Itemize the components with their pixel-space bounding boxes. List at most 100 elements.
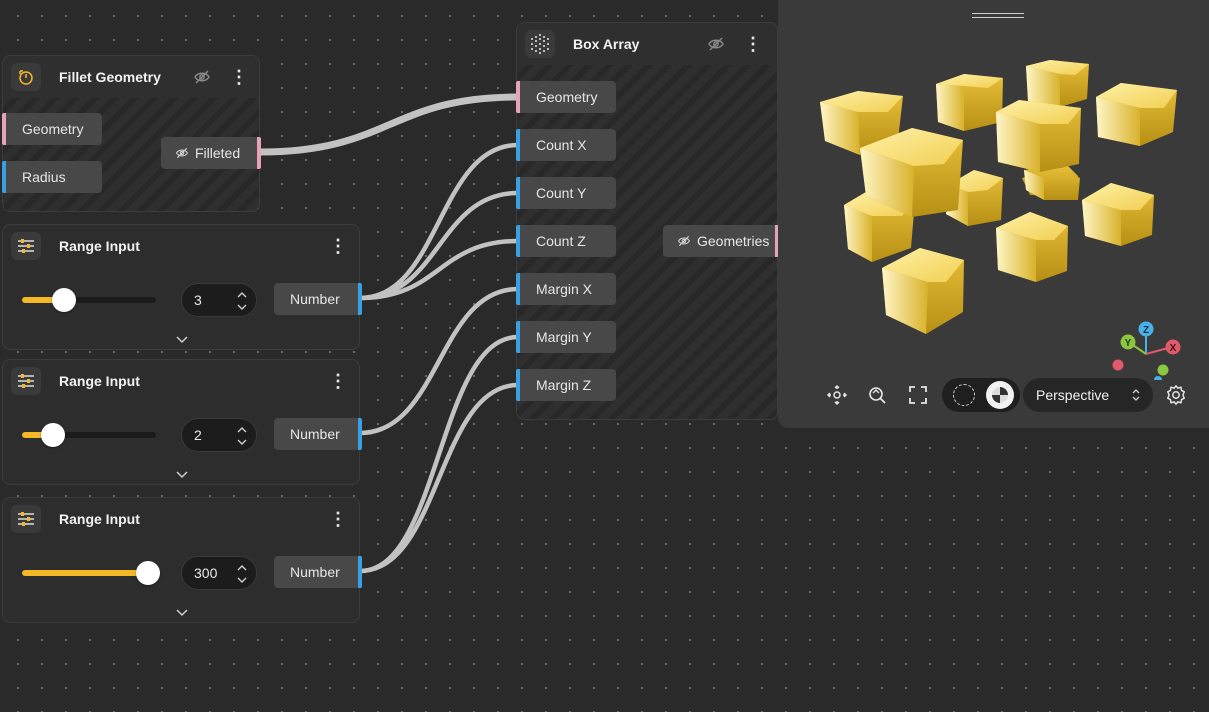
output-port-geometries[interactable]: Geometries (663, 225, 779, 257)
select-arrows-icon (1132, 389, 1140, 401)
node-header[interactable]: Range Input ⋮ (3, 225, 359, 267)
output-port-filleted[interactable]: Filleted (161, 137, 261, 169)
shading-toggle[interactable] (942, 378, 1020, 412)
number-stepper[interactable]: 300 (181, 556, 257, 590)
port-connector[interactable] (2, 161, 6, 193)
port-label: Margin Z (536, 377, 592, 393)
range-slider[interactable] (22, 423, 156, 447)
slider-thumb[interactable] (136, 561, 160, 585)
port-connector[interactable] (516, 369, 520, 401)
input-port-margin-y[interactable]: Margin Y (516, 321, 616, 353)
port-connector[interactable] (358, 418, 362, 450)
node-header[interactable]: Range Input ⋮ (3, 360, 359, 402)
output-port-number[interactable]: Number (274, 283, 362, 315)
chevron-down-icon[interactable] (175, 334, 189, 344)
chevron-up-icon[interactable] (236, 563, 248, 573)
port-connector[interactable] (516, 129, 520, 161)
chevron-up-icon[interactable] (236, 290, 248, 300)
node-title: Range Input (59, 238, 140, 254)
port-label: Number (290, 564, 340, 580)
port-connector[interactable] (257, 137, 261, 169)
range-input-node[interactable]: Range Input ⋮ 2 Number (2, 359, 362, 485)
node-header[interactable]: Box Array ⋮ (517, 23, 777, 65)
slider-thumb[interactable] (41, 423, 65, 447)
input-port-radius[interactable]: Radius (2, 161, 102, 193)
port-connector[interactable] (775, 225, 779, 257)
gold-box (882, 248, 964, 334)
port-connector[interactable] (516, 177, 520, 209)
more-icon[interactable]: ⋮ (329, 509, 347, 529)
input-port-margin-x[interactable]: Margin X (516, 273, 616, 305)
slider-fill (22, 297, 64, 303)
range-slider[interactable] (22, 288, 156, 312)
more-icon[interactable]: ⋮ (744, 34, 762, 54)
gold-boxes-render (820, 60, 1177, 334)
more-icon[interactable]: ⋮ (329, 236, 347, 256)
input-port-margin-z[interactable]: Margin Z (516, 369, 616, 401)
select-value: Perspective (1036, 387, 1110, 403)
settings-icon[interactable] (1163, 382, 1189, 408)
port-label: Number (290, 291, 340, 307)
slider-fill (22, 570, 150, 576)
number-stepper[interactable]: 3 (181, 283, 257, 317)
range-slider[interactable] (22, 561, 160, 585)
fillet-geometry-node[interactable]: Fillet Geometry ⋮ Geometry Radius Fillet… (2, 55, 261, 212)
output-port-number[interactable]: Number (274, 556, 362, 588)
slider-thumb[interactable] (52, 288, 76, 312)
node-header[interactable]: Range Input ⋮ (3, 498, 359, 540)
chevron-down-icon[interactable] (175, 607, 189, 617)
chevron-up-icon[interactable] (236, 425, 248, 435)
input-port-count-y[interactable]: Count Y (516, 177, 616, 209)
number-stepper[interactable]: 2 (181, 418, 257, 452)
port-label: Filleted (195, 145, 241, 161)
drag-handle[interactable] (972, 13, 1024, 18)
zoom-fit-icon[interactable] (864, 382, 890, 408)
range-sliders-icon (11, 505, 41, 533)
orbit-icon[interactable] (824, 382, 850, 408)
input-port-geometry[interactable]: Geometry (2, 113, 102, 145)
gold-box (946, 170, 1003, 226)
more-icon[interactable]: ⋮ (230, 67, 248, 87)
chevron-down-icon[interactable] (175, 469, 189, 479)
fullscreen-icon[interactable] (905, 382, 931, 408)
chevron-down-icon[interactable] (236, 302, 248, 312)
shading-solid-icon[interactable] (986, 381, 1014, 409)
port-connector[interactable] (358, 556, 362, 588)
stepper-value: 300 (194, 565, 218, 581)
port-connector[interactable] (358, 283, 362, 315)
port-label: Margin Y (536, 329, 592, 345)
eye-off-icon[interactable] (193, 68, 211, 86)
shading-wire-icon[interactable] (953, 384, 975, 406)
input-port-count-x[interactable]: Count X (516, 129, 616, 161)
wire-number1-to-count-y (357, 190, 521, 301)
chevron-down-icon[interactable] (236, 575, 248, 585)
axis-z-label: Z (1143, 325, 1149, 336)
gold-box (820, 91, 903, 155)
more-icon[interactable]: ⋮ (329, 371, 347, 391)
eye-off-icon[interactable] (707, 35, 725, 53)
box-array-node[interactable]: Box Array ⋮ Geometry Count X Count Y Cou… (516, 22, 779, 420)
input-port-geometry[interactable]: Geometry (516, 81, 616, 113)
port-connector[interactable] (516, 81, 520, 113)
range-sliders-icon (11, 367, 41, 395)
camera-mode-select[interactable]: Perspective (1023, 378, 1153, 412)
wire-filleted-to-geometry (256, 93, 522, 156)
viewport-3d[interactable]: Z X Y (778, 0, 1209, 428)
node-title: Fillet Geometry (59, 69, 161, 85)
port-connector[interactable] (516, 273, 520, 305)
range-input-node[interactable]: Range Input ⋮ 300 Number (2, 497, 362, 623)
axis-gizmo[interactable]: Z X Y (1108, 318, 1188, 380)
gold-box (1022, 166, 1080, 200)
chevron-down-icon[interactable] (236, 437, 248, 447)
stepper-value: 3 (194, 292, 202, 308)
node-header[interactable]: Fillet Geometry ⋮ (3, 56, 259, 98)
port-label: Radius (22, 169, 66, 185)
port-connector[interactable] (516, 321, 520, 353)
output-port-number[interactable]: Number (274, 418, 362, 450)
port-label: Geometries (697, 233, 770, 249)
port-connector[interactable] (2, 113, 6, 145)
port-connector[interactable] (516, 225, 520, 257)
gold-box (1096, 83, 1177, 146)
range-input-node[interactable]: Range Input ⋮ 3 Number (2, 224, 362, 350)
input-port-count-z[interactable]: Count Z (516, 225, 616, 257)
